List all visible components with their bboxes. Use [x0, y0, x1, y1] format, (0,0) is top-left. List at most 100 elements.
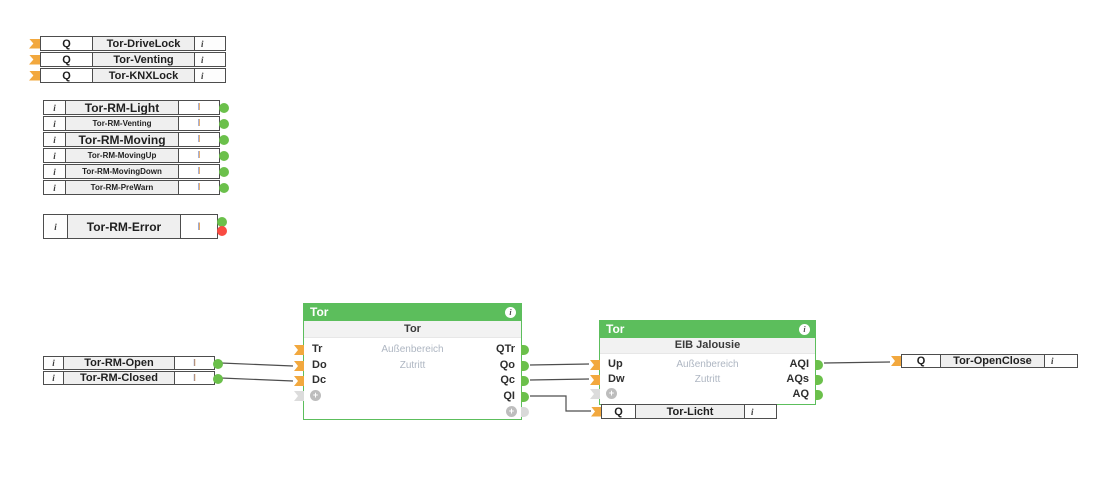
output-port-icon[interactable] [815, 360, 823, 370]
output-block-tor-openclose[interactable]: Q Tor-OpenClose i [891, 354, 1078, 368]
input-port-label[interactable]: Dw [608, 373, 625, 385]
input-block-tor-rm-open[interactable]: i Tor-RM-Open I [43, 356, 223, 370]
add-pin-icon[interactable] [294, 391, 304, 401]
output-port-label[interactable]: AQI [789, 358, 809, 370]
input-pin-icon[interactable] [29, 70, 40, 81]
error-port-icon[interactable] [217, 226, 227, 236]
input-pin-icon[interactable] [590, 360, 600, 370]
wire-qc-dw[interactable] [529, 378, 590, 381]
add-input-button[interactable]: + [310, 390, 321, 401]
input-block-tor-rm-movingup[interactable]: i Tor-RM-MovingUp I [43, 148, 229, 163]
input-port-label[interactable]: Up [608, 358, 623, 370]
output-port-icon[interactable] [219, 119, 229, 129]
info-cap[interactable]: i [44, 101, 66, 114]
input-block-body[interactable]: i Tor-RM-Closed I [43, 371, 223, 385]
input-port-label[interactable]: Tr [312, 343, 323, 355]
info-cap[interactable]: i [195, 53, 225, 66]
input-block-tor-rm-moving[interactable]: i Tor-RM-Moving I [43, 132, 229, 147]
input-block-tor-rm-movingdown[interactable]: i Tor-RM-MovingDown I [43, 164, 229, 179]
output-block-body[interactable]: Q Tor-Venting i [40, 52, 226, 67]
input-block-body[interactable]: i Tor-RM-PreWarn I [43, 180, 229, 195]
output-port-icon[interactable] [217, 217, 227, 227]
output-port-icon[interactable] [521, 392, 529, 402]
info-icon[interactable]: i [505, 307, 516, 318]
input-block-body[interactable]: i Tor-RM-Venting I [43, 116, 229, 131]
output-port-icon[interactable] [815, 375, 823, 385]
wire-open-do[interactable] [220, 362, 294, 367]
output-port-icon[interactable] [219, 103, 229, 113]
output-port-label[interactable]: AQ [792, 388, 810, 400]
info-cap[interactable]: i [195, 69, 225, 82]
output-port-icon[interactable] [219, 151, 229, 161]
input-port-label[interactable]: Do [312, 359, 327, 371]
output-block-body[interactable]: Q Tor-OpenClose i [901, 354, 1078, 368]
add-port-icon[interactable] [521, 407, 529, 417]
block-header[interactable]: Tor i [304, 304, 521, 321]
info-cap[interactable]: i [44, 372, 64, 384]
output-port-icon[interactable] [219, 183, 229, 193]
input-block-body[interactable]: i Tor-RM-Light I [43, 100, 229, 115]
output-port-icon[interactable] [219, 135, 229, 145]
output-port-label[interactable]: Qc [500, 374, 515, 386]
output-port-label[interactable]: QTr [496, 343, 515, 355]
input-pin-icon[interactable] [590, 375, 600, 385]
output-port-icon[interactable] [521, 376, 529, 386]
function-block-eib-jalousie[interactable]: Tor i EIB Jalousie Außenbereich Zutritt … [590, 320, 823, 405]
info-cap[interactable]: i [44, 215, 68, 238]
wire-aqi-openclose[interactable] [823, 361, 891, 364]
input-block-tor-rm-closed[interactable]: i Tor-RM-Closed I [43, 371, 223, 385]
output-block-tor-licht[interactable]: Q Tor-Licht i [591, 404, 777, 419]
info-cap[interactable]: i [195, 37, 225, 50]
info-cap[interactable]: i [44, 149, 66, 162]
input-block-body[interactable]: i Tor-RM-Open I [43, 356, 223, 370]
output-block-tor-knxlock[interactable]: Q Tor-KNXLock i [29, 68, 226, 83]
input-pin-icon[interactable] [294, 376, 304, 386]
output-port-label[interactable]: QI [503, 390, 515, 402]
input-block-tor-rm-prewarn[interactable]: i Tor-RM-PreWarn I [43, 180, 229, 195]
function-block-tor[interactable]: Tor i Tor Außenbereich Zutritt Tr Do Dc … [294, 303, 529, 420]
input-block-body[interactable]: i Tor-RM-Error I [43, 214, 227, 239]
input-pin-icon[interactable] [29, 54, 40, 65]
input-block-tor-rm-light[interactable]: i Tor-RM-Light I [43, 100, 229, 115]
input-block-body[interactable]: i Tor-RM-MovingDown I [43, 164, 229, 179]
input-pin-icon[interactable] [591, 406, 601, 417]
info-cap[interactable]: i [44, 357, 64, 369]
output-port-icon[interactable] [521, 345, 529, 355]
output-block-tor-drivelock[interactable]: Q Tor-DriveLock i [29, 36, 226, 51]
output-port-icon[interactable] [219, 167, 229, 177]
info-cap[interactable]: i [44, 133, 66, 146]
output-port-icon[interactable] [213, 374, 223, 384]
output-port-icon[interactable] [815, 390, 823, 400]
wire-closed-dc[interactable] [220, 377, 294, 382]
info-icon[interactable]: i [799, 324, 810, 335]
input-pin-icon[interactable] [29, 38, 40, 49]
input-pin-icon[interactable] [891, 356, 901, 366]
wire-qi-licht[interactable] [530, 395, 591, 412]
output-block-body[interactable]: Q Tor-Licht i [601, 404, 777, 419]
add-input-button[interactable]: + [606, 388, 617, 399]
block-header[interactable]: Tor i [600, 321, 815, 338]
info-cap[interactable]: i [44, 181, 66, 194]
add-pin-icon[interactable] [590, 389, 600, 399]
output-port-label[interactable]: Qo [499, 359, 515, 371]
output-port-icon[interactable] [521, 361, 529, 371]
input-pin-icon[interactable] [294, 345, 304, 355]
output-port-label[interactable]: AQs [786, 373, 809, 385]
output-block-tor-venting[interactable]: Q Tor-Venting i [29, 52, 226, 67]
output-block-body[interactable]: Q Tor-KNXLock i [40, 68, 226, 83]
input-port-label[interactable]: Dc [312, 374, 327, 386]
add-output-button[interactable]: + [506, 406, 517, 417]
info-cap[interactable]: i [745, 405, 776, 418]
input-block-body[interactable]: i Tor-RM-MovingUp I [43, 148, 229, 163]
info-cap[interactable]: i [44, 165, 66, 178]
output-port-icon[interactable] [213, 359, 223, 369]
input-block-body[interactable]: i Tor-RM-Moving I [43, 132, 229, 147]
input-pin-icon[interactable] [294, 361, 304, 371]
output-block-body[interactable]: Q Tor-DriveLock i [40, 36, 226, 51]
wire-qo-up[interactable] [529, 363, 590, 366]
input-block-tor-rm-error[interactable]: i Tor-RM-Error I [43, 214, 227, 239]
info-cap[interactable]: i [44, 117, 66, 130]
input-block-tor-rm-venting[interactable]: i Tor-RM-Venting I [43, 116, 229, 131]
info-cap[interactable]: i [1045, 355, 1077, 367]
